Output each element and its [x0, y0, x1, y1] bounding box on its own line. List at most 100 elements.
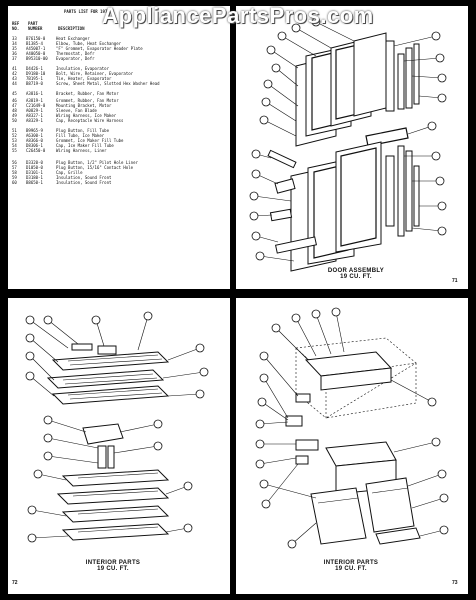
part-ref-number: 60: [12, 180, 17, 185]
interior-parts-left-diagram: [25, 311, 209, 543]
interior-left-caption: INTERIOR PARTS 19 CU. FT.: [68, 560, 158, 572]
part-ref-number: 55: [12, 148, 17, 153]
ice-maker-bracket: [82, 423, 124, 469]
part-ref-number: 33: [12, 36, 17, 41]
part-ref-number: 36: [12, 51, 17, 56]
part-number: B76150-0: [26, 36, 46, 41]
part-description: Wiring Harness, Liner: [56, 148, 107, 153]
part-number: A3819-1: [26, 98, 43, 103]
evaporator-cover-box: [295, 337, 417, 419]
part-description: Bolt, Wire, Retainer, Evaporator: [56, 71, 134, 76]
part-description: Bracket, Rubber, Fan Motor: [56, 91, 119, 96]
parts-list-row: 42 D9180-10 Bolt, Wire, Retainer, Evaporat…: [12, 71, 224, 76]
col-part-header: PART NUMBER: [28, 21, 43, 31]
part-description: Insulation, Sound Front: [56, 175, 112, 180]
interior-left-page-number: 72: [12, 580, 18, 586]
part-description: Plug Button, 15/16" Contact Hole: [56, 165, 134, 170]
part-number: C21649-0: [26, 103, 46, 108]
door-callouts: [249, 17, 447, 262]
part-description: Wiring Harness, Ice Maker: [56, 113, 117, 118]
part-ref-number: 52: [12, 133, 17, 138]
interior-left-callouts: [25, 311, 209, 543]
freezer-shelves: [46, 343, 170, 405]
part-description: Elbow, Tube, Heat Exchanger: [56, 41, 122, 46]
part-number: D8306-1: [26, 143, 43, 148]
part-number: D3180-1: [26, 175, 43, 180]
part-ref-number: 51: [12, 128, 17, 133]
part-description: Insulation, Evaporator: [56, 66, 109, 71]
interior-right-caption: INTERIOR PARTS 19 CU. FT.: [306, 560, 396, 572]
parts-list-panel: PARTS LIST FOR 1971 REF NO. PART NUMBER …: [8, 6, 230, 289]
part-number: 7B195-1: [26, 76, 43, 81]
part-number: D1050-0: [26, 165, 43, 170]
parts-list-row: 60 B8650-1 Insulation, Sound Front: [12, 180, 224, 185]
interior-left-caption-line1: INTERIOR PARTS: [85, 560, 141, 566]
interior-right-callouts: [255, 307, 449, 549]
part-ref-number: 56: [12, 160, 17, 165]
parts-list-row: 49 A8327-1 Wiring Harness, Ice Maker: [12, 113, 224, 118]
part-description: Thermostat, Defr: [56, 51, 95, 56]
part-description: Evaporator, Defr: [56, 56, 95, 61]
interior-parts-left-panel: INTERIOR PARTS 19 CU. FT. 72: [8, 298, 230, 594]
parts-list-row: 57 D1050-0 Plug Button, 15/16" Contact Hol…: [12, 165, 224, 170]
part-number: A0829-1: [26, 108, 43, 113]
part-description: Grommet, Ice Maker Fill Tube: [56, 138, 124, 143]
control-housing: [285, 393, 319, 465]
part-description: Insulation, Sound Front: [56, 180, 112, 185]
parts-list-row: 55 C26450-0 Wiring Harness, Liner: [12, 148, 224, 153]
part-description: Sleeve, Fan Blade: [56, 108, 97, 113]
fresh-food-door-parts: [267, 141, 420, 272]
part-number: C26450-0: [26, 148, 46, 153]
part-ref-number: 41: [12, 66, 17, 71]
part-ref-number: 46: [12, 98, 17, 103]
part-description: Fill Tube, Ice Maker: [56, 133, 105, 138]
parts-list-title: PARTS LIST FOR 1971: [64, 9, 110, 14]
part-ref-number: 34: [12, 41, 17, 46]
part-ref-number: 50: [12, 118, 17, 123]
interior-parts-right-diagram: [255, 307, 449, 549]
part-description: Cap, Grille: [56, 170, 83, 175]
interior-right-caption-line2: 19 CU. FT.: [335, 566, 367, 572]
part-number: B8650-1: [26, 180, 43, 185]
part-ref-number: 53: [12, 138, 17, 143]
interior-right-caption-line1: INTERIOR PARTS: [323, 560, 379, 566]
site-watermark: AppliancePartsPros.com: [102, 3, 374, 28]
part-ref-number: 35: [12, 46, 17, 51]
part-number: D9180-10: [26, 71, 46, 76]
part-number: A3816-1: [26, 91, 43, 96]
part-description: Screw, Sheet Metal, Slotted Hex Washer H…: [56, 81, 160, 86]
interior-left-caption-line2: 19 CU. FT.: [97, 566, 129, 572]
part-number: B1385-4: [26, 41, 43, 46]
parts-list-row: 45 A3816-1 Bracket, Rubber, Fan Motor: [12, 91, 224, 96]
door-assembly-caption: DOOR ASSEMBLY 19 CU. FT.: [316, 268, 396, 280]
part-number: B95310-00: [26, 56, 48, 61]
part-number: A8327-1: [26, 113, 43, 118]
part-ref-number: 42: [12, 71, 17, 76]
part-number: D3101-1: [26, 170, 43, 175]
part-description: Plug Button, Fill Tube: [56, 128, 109, 133]
part-ref-number: 57: [12, 165, 17, 170]
part-ref-number: 45: [12, 91, 17, 96]
part-ref-number: 44: [12, 81, 17, 86]
part-ref-number: 54: [12, 143, 17, 148]
part-description: Cap, Receptacle Wire Harness: [56, 118, 124, 123]
crispers: [310, 441, 421, 545]
part-description: Mounting Bracket, Motor: [56, 103, 112, 108]
part-number: A45007-1: [26, 46, 46, 51]
part-description: Plug Button, 1/2" Pilot Hole Liner: [56, 160, 138, 165]
door-assembly-panel: DOOR ASSEMBLY 19 CU. FT. 71: [236, 6, 468, 289]
part-description: Grommet, Rubber, Fan Motor: [56, 98, 119, 103]
part-ref-number: 49: [12, 113, 17, 118]
part-number: D3320-0: [26, 160, 43, 165]
